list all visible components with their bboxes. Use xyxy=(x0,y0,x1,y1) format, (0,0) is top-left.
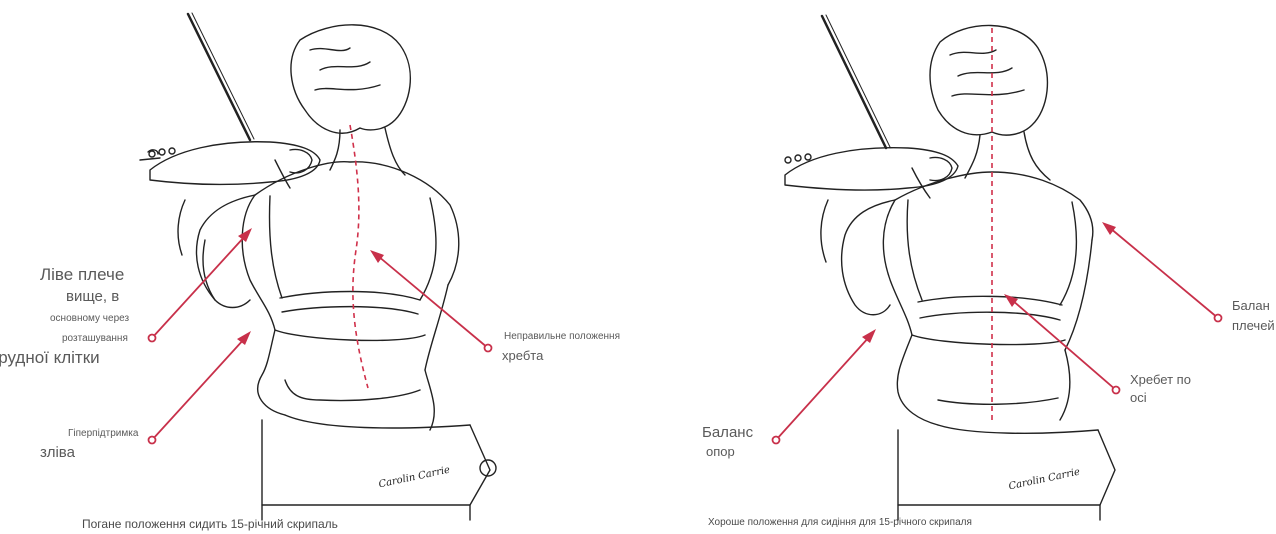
shoulder-label-line4: розташування xyxy=(62,333,128,346)
support-balance-line1: Баланс xyxy=(702,424,753,443)
curved-spine-line xyxy=(350,125,368,388)
shoulder-label-line2: вище, в xyxy=(66,288,119,307)
good-posture-panel: Балан плечей Хребет по осі Баланс опор C… xyxy=(640,0,1276,534)
shoulders-balance-line1: Балан xyxy=(1232,298,1270,314)
support-label-small: Гіперпідтримка xyxy=(68,428,138,441)
spine-label-line2: хребта xyxy=(502,348,543,364)
left-caption: Погане положення сидить 15-річний скрипа… xyxy=(82,517,338,531)
spine-axis-label-line2: осі xyxy=(1130,390,1147,406)
good-posture-violinist-drawing xyxy=(640,0,1276,534)
shoulders-balance-line2: плечей xyxy=(1232,318,1275,334)
spine-axis-label-line1: Хребет по xyxy=(1130,372,1191,388)
support-balance-line2: опор xyxy=(706,444,735,460)
shoulder-label-line5: грудної клітки xyxy=(0,347,100,368)
bad-posture-panel: Ліве плече вище, в основному через розта… xyxy=(0,0,640,534)
right-caption: Хороше положення для сидіння для 15-річн… xyxy=(708,517,972,528)
shoulder-label-line3: основному через xyxy=(50,313,129,326)
spine-label-line1: Неправильне положення xyxy=(504,331,620,344)
support-label-large: зліва xyxy=(40,444,75,463)
shoulder-label-line1: Ліве плече xyxy=(40,264,124,285)
